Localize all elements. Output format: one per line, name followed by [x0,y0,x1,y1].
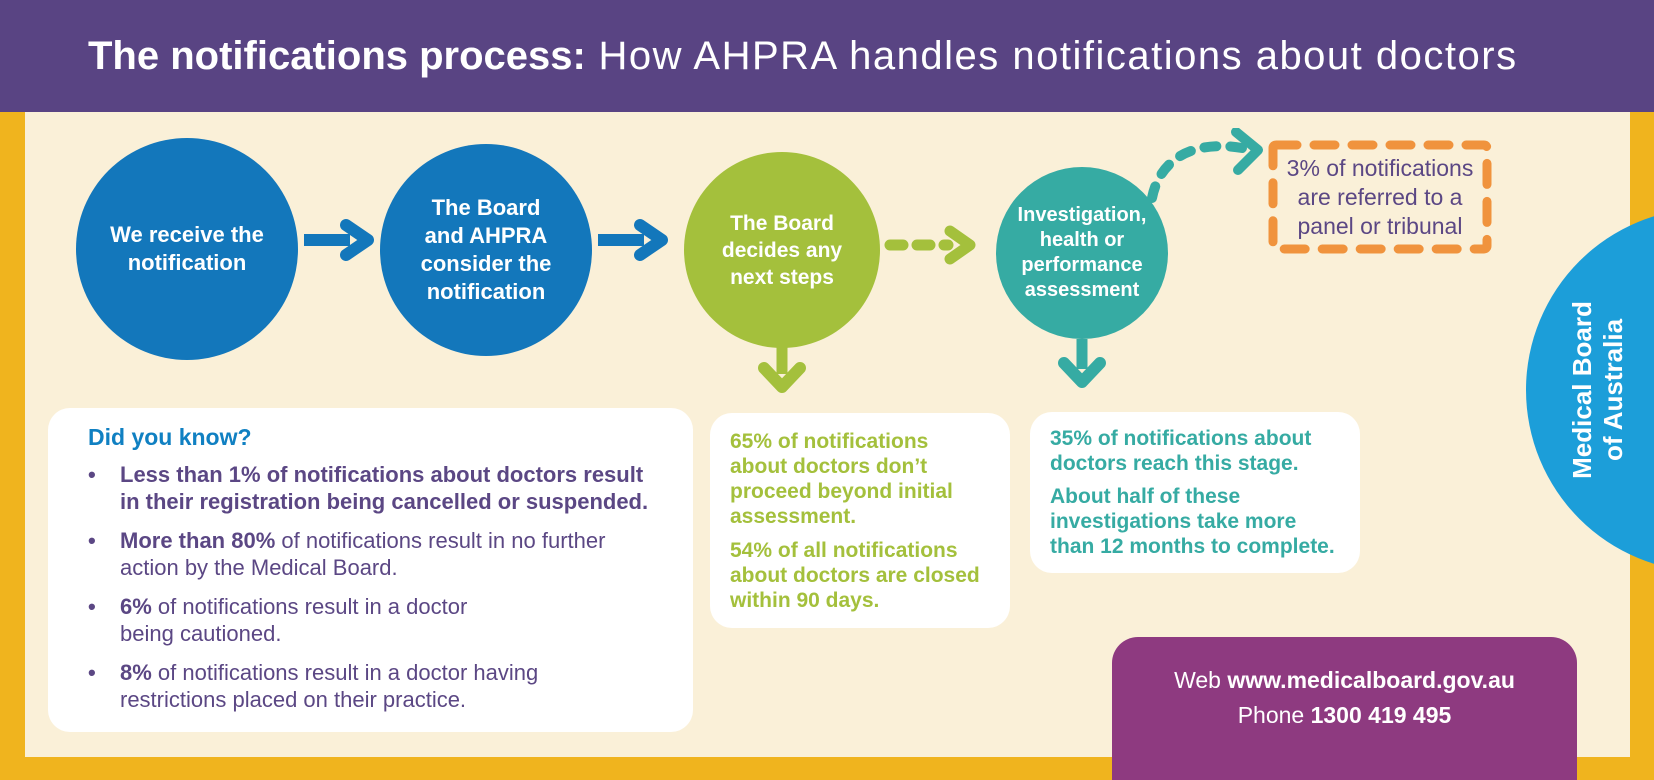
investigation-stats-panel: 35% of notifications about doctors reach… [1030,412,1360,573]
dashed-right-arrow-icon [884,225,976,265]
contact-phone: Phone 1300 419 495 [1237,702,1452,728]
bullet-icon: • [88,660,96,685]
bullet-text: Less than 1% of notifications about doct… [120,462,649,514]
website-url: www.medicalboard.gov.au [1227,667,1515,693]
referral-callout: 3% of notifications are referred to a pa… [1268,140,1492,254]
bullet-icon: • [88,462,96,487]
stat-text: About half of these investigations take … [1050,485,1335,558]
referral-note: 3% of notifications are referred to a pa… [1286,154,1474,239]
list-item: • 6% of notifications result in a doctor… [88,593,669,647]
initial-assessment-stats-panel: 65% of notifications about doctors don’t… [710,413,1010,628]
brand-badge-label: Medical Board of Australia [1538,240,1654,540]
right-arrow-icon [304,219,374,261]
list-item: • Less than 1% of notifications about do… [88,461,669,515]
flow-step-board-decides: The Board decides any next steps [684,152,880,348]
header-bar: The notifications process: How AHPRA han… [0,0,1654,112]
down-arrow-icon [1058,339,1106,388]
brand-line-1: Medical Board [1567,301,1597,479]
down-arrow-icon [758,344,806,393]
bullet-icon: • [88,528,96,553]
dashed-border-icon [1268,140,1492,254]
brand-line-2: of Australia [1598,318,1628,462]
stat-text: 54% of all notifications about doctors a… [730,539,980,612]
flow-step-board-ahpra-consider: The Board and AHPRA consider the notific… [380,144,592,356]
stat-text: 65% of notifications about doctors don’t… [730,430,953,528]
page-title: The notifications process: [88,33,586,78]
flow-step-receive-notification: We receive the notification [76,138,298,360]
list-item: • More than 80% of notifications result … [88,527,669,581]
contact-web: Web www.medicalboard.gov.au [1174,667,1515,693]
page-subtitle: How AHPRA handles notifications about do… [585,33,1518,78]
flow-step-investigation-assessment: Investigation, health or performance ass… [996,167,1168,339]
list-item: • 8% of notifications result in a doctor… [88,659,669,713]
bullet-icon: • [88,594,96,619]
flow-step-label: Investigation, health or performance ass… [1017,204,1147,301]
flow-step-label: The Board decides any next steps [721,211,843,289]
dashed-curved-arrow-icon [1147,128,1263,203]
flow-step-label: We receive the notification [110,222,264,275]
contact-panel: Web www.medicalboard.gov.au Phone 1300 4… [1112,637,1577,780]
bullet-text: 8% of notifications result in a doctor h… [120,660,539,712]
stat-text: 35% of notifications about doctors reach… [1050,427,1312,475]
phone-number: 1300 419 495 [1310,702,1452,728]
flow-step-label: The Board and AHPRA consider the notific… [420,195,552,304]
did-you-know-panel: Did you know? • Less than 1% of notifica… [48,408,693,732]
did-you-know-heading: Did you know? [88,424,252,450]
bullet-text: More than 80% of notifications result in… [120,528,606,580]
right-arrow-icon [598,219,668,261]
